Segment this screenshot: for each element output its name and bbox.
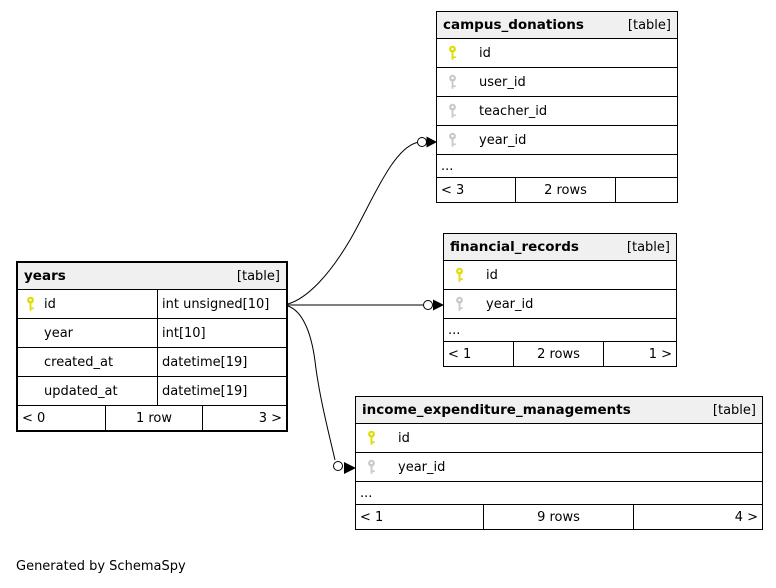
column-row: teacher_id <box>437 97 677 126</box>
arrowhead <box>433 299 444 311</box>
primary-key-icon <box>454 267 465 283</box>
column-name: id <box>44 296 56 312</box>
table-footer: < 3 2 rows <box>437 178 677 202</box>
footer-implied-children: < 0 <box>18 406 106 430</box>
footer-row-count: 1 row <box>106 406 203 430</box>
table-type-badge: [table] <box>626 239 670 255</box>
footer-implied-parents: 1 > <box>648 346 672 362</box>
footer-implied-parents: 4 > <box>734 509 758 525</box>
column-name: year_id <box>486 296 534 312</box>
table-name[interactable]: income_expenditure_managements <box>362 402 631 418</box>
table-financial_records[interactable]: financial_records [table] id year_id ...… <box>443 233 677 367</box>
arrowhead <box>344 462 356 474</box>
zero-cardinality-dot <box>417 137 427 147</box>
foreign-key-icon <box>447 132 458 148</box>
column-type: datetime[19] <box>157 377 286 405</box>
table-income_expenditure_managements[interactable]: income_expenditure_managements [table] i… <box>355 396 763 530</box>
column-name: year_id <box>398 459 446 475</box>
footer-row-count: 9 rows <box>484 505 634 529</box>
table-name[interactable]: financial_records <box>450 239 579 255</box>
foreign-key-icon <box>447 103 458 119</box>
column-row: id <box>437 39 677 68</box>
relationship-years-campus_donations <box>287 142 418 305</box>
column-name: updated_at <box>44 383 118 399</box>
table-header[interactable]: financial_records [table] <box>444 234 676 261</box>
column-name: created_at <box>44 354 114 370</box>
column-name: year_id <box>479 132 527 148</box>
ellipsis-row: ... <box>356 482 762 505</box>
table-header[interactable]: campus_donations [table] <box>437 12 677 39</box>
column-name: id <box>479 45 491 61</box>
table-name[interactable]: years <box>24 268 66 284</box>
table-footer: < 0 1 row 3 > <box>18 406 286 430</box>
column-row: year int[10] <box>18 319 286 348</box>
table-footer: < 1 2 rows 1 > <box>444 342 676 366</box>
table-header[interactable]: years [table] <box>18 263 286 290</box>
column-row: updated_at datetime[19] <box>18 377 286 406</box>
table-type-badge: [table] <box>236 268 280 284</box>
foreign-key-icon <box>454 296 465 312</box>
primary-key-icon <box>447 45 458 61</box>
column-name: teacher_id <box>479 103 548 119</box>
column-row: id <box>444 261 676 290</box>
footer-implied-children: < 1 <box>444 342 514 366</box>
table-type-badge: [table] <box>712 402 756 418</box>
table-footer: < 1 9 rows 4 > <box>356 505 762 529</box>
column-type: int[10] <box>157 319 286 347</box>
footer-row-count: 2 rows <box>514 342 604 366</box>
ellipsis-row: ... <box>437 155 677 178</box>
column-row: id <box>356 424 762 453</box>
foreign-key-icon <box>366 459 377 475</box>
column-name: user_id <box>479 74 526 90</box>
table-campus_donations[interactable]: campus_donations [table] id user_id teac… <box>436 11 678 203</box>
generator-credit: Generated by SchemaSpy <box>16 559 186 574</box>
table-years[interactable]: years [table] id int unsigned[10] year i… <box>16 261 288 432</box>
primary-key-icon <box>25 296 36 312</box>
column-name: id <box>486 267 498 283</box>
table-header[interactable]: income_expenditure_managements [table] <box>356 397 762 424</box>
ellipsis-row: ... <box>444 319 676 342</box>
column-row: year_id <box>444 290 676 319</box>
column-row: year_id <box>356 453 762 482</box>
column-row: year_id <box>437 126 677 155</box>
column-row: created_at datetime[19] <box>18 348 286 377</box>
relationship-years-income_expenditure_managements <box>287 305 336 461</box>
zero-cardinality-dot <box>423 300 433 310</box>
table-type-badge: [table] <box>627 17 671 33</box>
footer-implied-children: < 1 <box>356 505 484 529</box>
footer-row-count: 2 rows <box>516 178 616 202</box>
column-type: datetime[19] <box>157 348 286 376</box>
footer-implied-parents: 3 > <box>258 410 282 426</box>
column-name: id <box>398 430 410 446</box>
column-type: int unsigned[10] <box>157 290 286 318</box>
footer-implied-parents <box>616 178 677 202</box>
foreign-key-icon <box>447 74 458 90</box>
column-name: year <box>44 325 74 341</box>
column-row: user_id <box>437 68 677 97</box>
arrowhead <box>426 136 437 148</box>
footer-implied-children: < 3 <box>437 178 516 202</box>
column-row: id int unsigned[10] <box>18 290 286 319</box>
primary-key-icon <box>366 430 377 446</box>
table-name[interactable]: campus_donations <box>443 17 584 33</box>
zero-cardinality-dot <box>333 461 343 471</box>
